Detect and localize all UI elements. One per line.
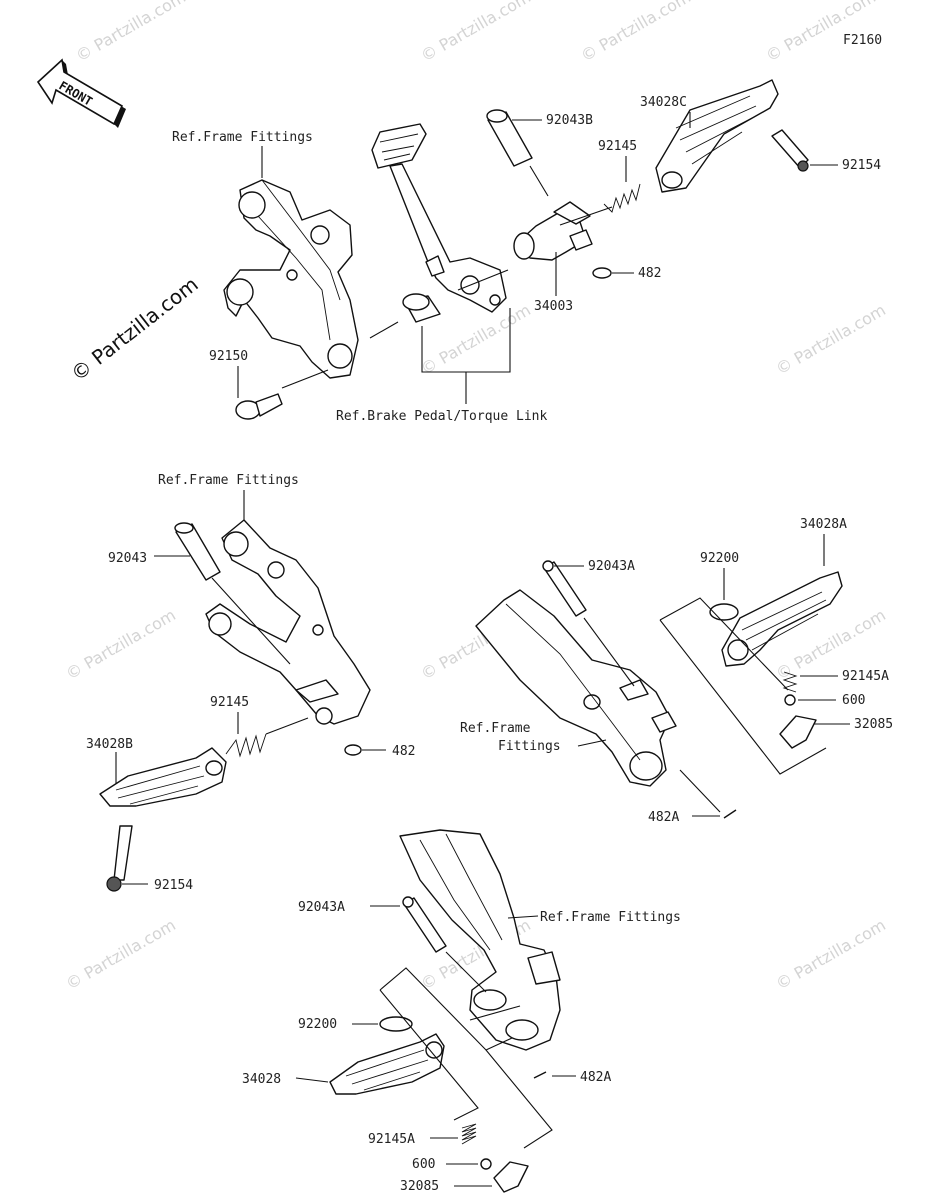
label-34028B: 34028B (86, 737, 133, 752)
frame-middle-right (475, 589, 677, 787)
label-92043A-bottom: 92043A (298, 900, 345, 915)
label-34028C: 34028C (640, 95, 687, 110)
label-482A-bottom: 482A (580, 1070, 611, 1085)
ref-frame-fittings-1: Ref.Frame Fittings (172, 130, 313, 145)
holder-34003 (513, 201, 593, 261)
bracket-middle-left (205, 519, 371, 725)
plate-32085-right (779, 715, 817, 749)
ref-frame-fittings-4: Ref.Frame Fittings (540, 910, 681, 925)
watermark: © Partzilla.com (63, 605, 179, 683)
watermark: © Partzilla.com (773, 300, 889, 378)
label-92043A-right: 92043A (588, 559, 635, 574)
label-92200-bottom: 92200 (298, 1017, 337, 1032)
bolt-92150 (235, 393, 283, 420)
pin-92154-top (771, 129, 809, 172)
spring-92145-left (225, 733, 267, 758)
watermark: © Partzilla.com (73, 0, 189, 65)
label-32085-bottom: 32085 (400, 1179, 439, 1194)
label-34028: 34028 (242, 1072, 281, 1087)
label-92043B: 92043B (546, 113, 593, 128)
ref-frame-fittings-3-line1: Ref.Frame (460, 721, 531, 736)
pin-92154-left (106, 825, 133, 892)
label-482-left: 482 (392, 744, 415, 759)
watermark: © Partzilla.com (773, 915, 889, 993)
label-34028A: 34028A (800, 517, 847, 532)
label-32085-right: 32085 (854, 717, 893, 732)
watermark: © Partzilla.com (578, 0, 694, 65)
figure-code: F2160 (843, 33, 882, 48)
label-600-right: 600 (842, 693, 865, 708)
footpeg-34028A (721, 571, 843, 667)
brake-pedal (371, 123, 507, 313)
ball-600-bottom (480, 1158, 492, 1170)
pin-482A-right (723, 809, 737, 819)
ball-600-right (784, 694, 796, 706)
label-92145-top: 92145 (598, 139, 637, 154)
ref-brake-pedal: Ref.Brake Pedal/Torque Link (336, 409, 547, 424)
bushing (402, 293, 441, 323)
pin-92043B (486, 109, 533, 167)
ref-frame-fittings-3-line2: Fittings (498, 739, 561, 754)
watermark: © Partzilla.com (418, 0, 534, 65)
label-482-top: 482 (638, 266, 661, 281)
watermark: © Partzilla.com (63, 915, 179, 993)
washer-92200-right (709, 603, 739, 621)
label-482A-right: 482A (648, 810, 679, 825)
label-92145-left: 92145 (210, 695, 249, 710)
footpeg-34028 (329, 1033, 445, 1095)
circlip-482-top (592, 267, 612, 279)
label-34003: 34003 (534, 299, 573, 314)
label-92145A-right: 92145A (842, 669, 889, 684)
footpeg-34028B (99, 747, 227, 807)
watermark-main: © Partzilla.com (66, 272, 202, 386)
frame-bottom (399, 829, 561, 1051)
spring-92145A-bottom (461, 1123, 477, 1145)
washer-92200-bottom (379, 1016, 413, 1032)
label-92200-right: 92200 (700, 551, 739, 566)
bracket-top-left (223, 179, 359, 379)
pin-92043 (174, 522, 221, 581)
label-600-bottom: 600 (412, 1157, 435, 1172)
circlip-482-left (344, 744, 362, 756)
label-92043: 92043 (108, 551, 147, 566)
footpeg-34028C (655, 79, 779, 193)
ref-frame-fittings-2: Ref.Frame Fittings (158, 473, 299, 488)
spring-92145-top (603, 183, 641, 213)
pin-482A-bottom (533, 1071, 547, 1079)
label-92150: 92150 (209, 349, 248, 364)
label-92145A-bottom: 92145A (368, 1132, 415, 1147)
front-arrow-icon: FRONT (36, 58, 126, 128)
label-92154-top: 92154 (842, 158, 881, 173)
plate-32085-bottom (493, 1161, 529, 1193)
pin-92043A-right (542, 560, 587, 617)
label-92154-left: 92154 (154, 878, 193, 893)
pin-92043A-bottom (402, 896, 447, 953)
